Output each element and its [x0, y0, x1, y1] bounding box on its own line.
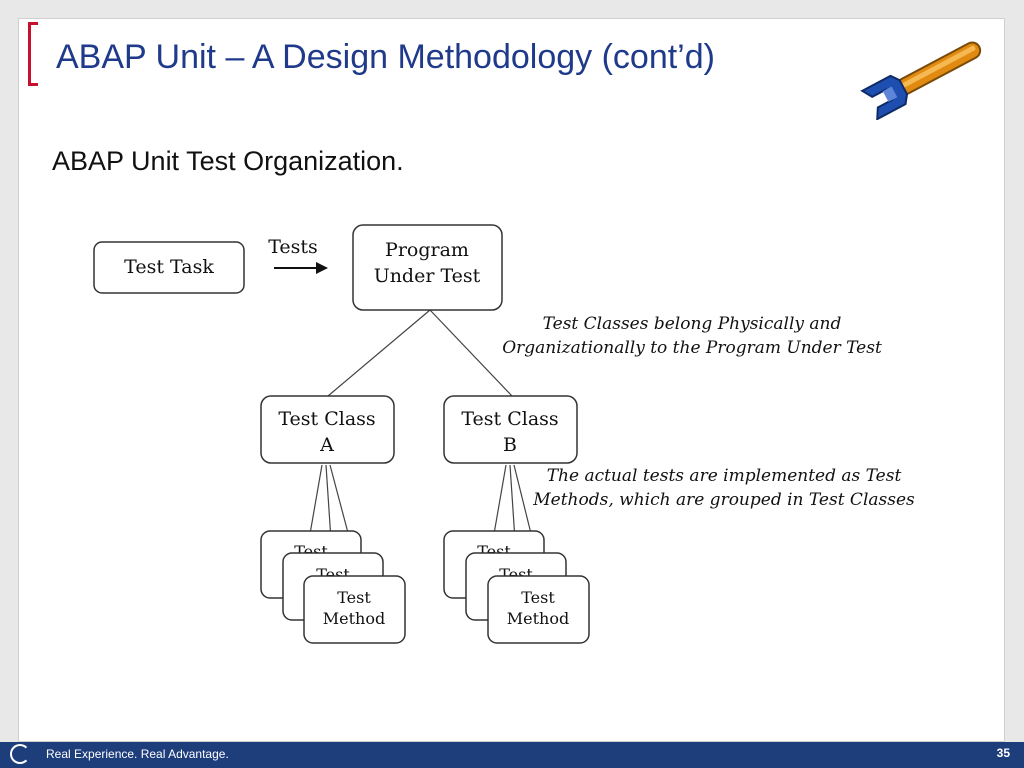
tests-arrow-head: [316, 262, 328, 274]
program-under-test-label-line1: Program: [385, 239, 469, 261]
test-class-b-label-line1: Test Class: [461, 408, 558, 430]
test-method-b3-box: [487, 575, 590, 644]
test-class-b-label-line2: B: [503, 434, 517, 456]
connector-class-a-method-1: [309, 464, 323, 535]
program-under-test-box: [352, 224, 503, 311]
test-class-a-box: [260, 395, 395, 464]
test-class-a-label-line1: Test Class: [278, 408, 375, 430]
test-class-b-box: [443, 395, 578, 464]
program-under-test-label-line2: Under Test: [374, 265, 481, 287]
footer-tagline: Real Experience. Real Advantage.: [46, 747, 229, 761]
company-logo-icon: [10, 744, 30, 764]
slide-title: ABAP Unit – A Design Methodology (cont’d…: [56, 38, 715, 76]
footer-bar: Real Experience. Real Advantage. 35: [0, 742, 1024, 768]
test-method-b3-label-line2: Method: [507, 609, 569, 628]
note-test-methods-line2: Methods, which are grouped in Test Class…: [532, 490, 915, 510]
test-method-a3-label-line2: Method: [323, 609, 385, 628]
test-task-box: [93, 241, 245, 294]
connector-program-to-class-a: [327, 309, 431, 397]
test-method-b3-label-line1: Test: [521, 588, 555, 607]
slide-subtitle: ABAP Unit Test Organization.: [52, 146, 404, 176]
page-number: 35: [996, 746, 1010, 760]
note-test-classes-line1: Test Classes belong Physically and: [543, 314, 842, 334]
note-test-methods-line1: The actual tests are implemented as Test: [547, 466, 902, 486]
wrench-icon: [860, 41, 982, 120]
title-bracket-decoration: [28, 22, 38, 86]
connector-program-to-class-b: [429, 309, 513, 397]
test-task-label: Test Task: [124, 256, 214, 278]
tests-arrow-label: Tests: [268, 236, 318, 258]
connector-class-b-method-1: [493, 464, 507, 535]
test-method-a3-label-line1: Test: [337, 588, 371, 607]
test-method-a3-box: [303, 575, 406, 644]
test-class-a-label-line2: A: [319, 434, 334, 456]
note-test-classes-line2: Organizationally to the Program Under Te…: [502, 338, 882, 358]
